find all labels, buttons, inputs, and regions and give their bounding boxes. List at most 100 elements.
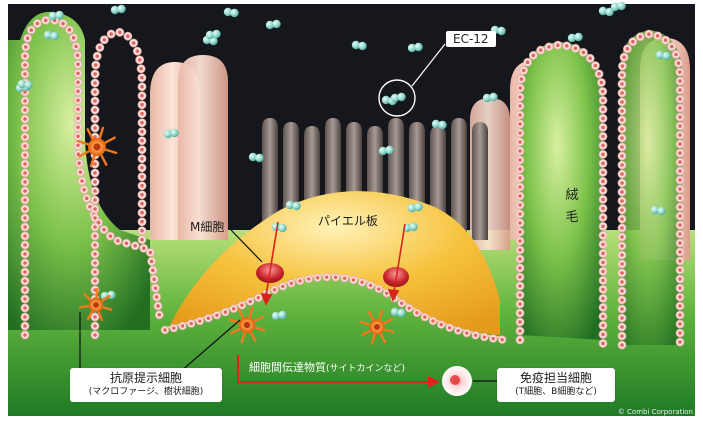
epithelial-cell	[187, 319, 196, 328]
epithelial-cell	[617, 259, 627, 269]
epithelial-cell	[137, 73, 147, 83]
epithelial-cell	[675, 211, 685, 221]
epithelial-cell	[160, 325, 170, 335]
epithelial-cell	[489, 334, 498, 343]
epithelial-cell	[366, 281, 375, 290]
epithelial-cell	[295, 276, 305, 286]
epithelial-cell	[137, 199, 147, 209]
epithelial-cell	[20, 69, 30, 79]
epithelial-cell	[91, 60, 101, 70]
epithelial-cell	[515, 281, 525, 291]
epithelial-cell	[544, 42, 554, 52]
peyers-patch-label: パイエル板	[318, 214, 378, 228]
epithelial-cell	[675, 184, 685, 194]
bacterium-icon	[110, 4, 126, 15]
epithelial-cell	[90, 213, 100, 223]
epithelial-cell	[90, 267, 100, 277]
epithelial-cell	[90, 321, 100, 331]
epithelial-cell	[617, 322, 627, 332]
epithelial-cell	[617, 106, 627, 116]
bacterium-icon	[598, 6, 614, 17]
epithelial-cell	[598, 195, 608, 204]
epithelial-cell	[212, 311, 222, 320]
bacterium-icon	[610, 1, 626, 12]
bacterium-icon	[390, 307, 406, 318]
epithelial-cell	[653, 31, 663, 41]
epithelial-cell	[73, 68, 83, 78]
epithelial-cell	[20, 249, 30, 259]
epithelial-cell	[73, 113, 83, 123]
bacterium-icon	[567, 32, 583, 43]
ec12-leader-line	[411, 43, 446, 87]
epithelial-cell	[515, 227, 525, 237]
epithelial-cell	[90, 276, 100, 286]
epithelial-cell	[515, 290, 525, 300]
epithelial-cell	[137, 100, 147, 110]
epithelial-cell	[515, 101, 525, 111]
epithelial-cell	[90, 249, 100, 259]
epithelial-cell	[137, 154, 147, 164]
epithelial-cell	[515, 245, 525, 255]
epithelial-cell	[675, 202, 685, 212]
epithelial-cell	[137, 217, 147, 227]
epithelial-cell	[313, 273, 322, 282]
epithelial-cell	[137, 208, 147, 218]
bacterium-icon	[271, 310, 287, 321]
epithelial-cell	[598, 339, 608, 348]
epithelial-cell	[675, 67, 685, 77]
epithelial-cell	[20, 150, 30, 160]
epithelial-cell	[661, 35, 670, 45]
epithelial-cell	[92, 51, 102, 61]
epithelial-cell	[137, 190, 147, 200]
epithelial-cell	[617, 196, 627, 206]
epithelial-cell	[515, 326, 525, 336]
epithelial-cell	[598, 87, 608, 96]
epithelial-cell	[585, 53, 595, 63]
epithelial-cell	[69, 33, 78, 43]
epithelial-cell	[26, 25, 36, 35]
epithelial-cell	[90, 186, 100, 196]
epithelial-cell	[578, 48, 588, 57]
epithelial-cell	[515, 335, 525, 345]
bacterium-icon	[265, 19, 281, 30]
epithelial-cell	[20, 222, 30, 232]
epithelial-cell	[515, 218, 525, 228]
epithelial-cell	[675, 121, 685, 131]
epithelial-cell	[617, 223, 627, 233]
epithelial-cell	[675, 85, 685, 95]
signal-substance-label: 細胞間伝達物質(サイトカインなど)	[249, 361, 405, 375]
epithelial-cell	[90, 222, 100, 232]
epithelial-cell	[20, 159, 30, 169]
epithelial-cell	[617, 313, 627, 323]
epithelial-cell	[152, 292, 162, 302]
epithelial-cell	[349, 275, 358, 285]
epithelial-cell	[515, 263, 525, 273]
epithelial-cell	[618, 61, 627, 71]
bacterium-icon	[43, 30, 59, 41]
epithelial-cell	[553, 40, 563, 50]
epithelial-cell	[445, 323, 454, 333]
epithelial-cell	[20, 330, 30, 340]
cytokine-arrow	[237, 355, 430, 383]
apc-label-box: 抗原提示細胞 (マクロファージ、樹状細胞)	[70, 368, 222, 402]
epithelial-cell	[204, 314, 213, 323]
epithelial-cell	[331, 273, 340, 282]
epithelial-cell	[169, 323, 178, 333]
epithelial-cell	[598, 186, 608, 195]
epithelial-cell	[515, 110, 525, 120]
epithelial-cell	[675, 103, 685, 113]
epithelial-cell	[145, 248, 155, 257]
epithelial-cell	[129, 38, 139, 48]
epithelial-cell	[122, 238, 131, 248]
epithelial-cell	[515, 146, 525, 156]
epithelial-cell	[617, 97, 627, 107]
epithelial-cell	[675, 139, 685, 149]
epithelial-cell	[137, 163, 147, 173]
epithelial-cell	[598, 240, 608, 249]
epithelial-cell	[562, 41, 572, 51]
epithelial-cell	[675, 238, 685, 248]
villus-right	[520, 42, 603, 340]
epithelial-cell	[617, 241, 627, 251]
epithelial-cell	[617, 178, 627, 188]
